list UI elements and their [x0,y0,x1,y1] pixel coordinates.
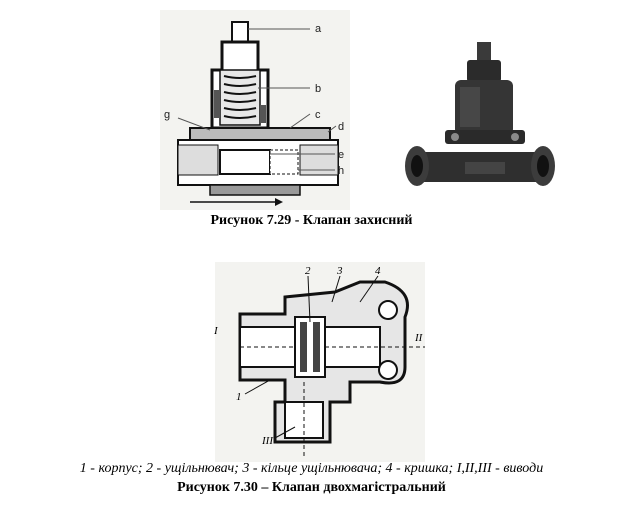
protective-valve-diagram: a b c d e g h [160,10,350,210]
label-port-I: I [213,325,219,337]
two-line-valve-diagram: 2 3 4 1 I II III [213,262,425,462]
label-a: a [315,23,322,35]
label-port-III: III [261,435,274,447]
label-h: h [338,165,344,177]
label-g: g [164,109,170,121]
label-port-II: II [414,332,424,344]
label-e: e [338,149,344,161]
figure-7-30-caption: Рисунок 7.30 – Клапан двохмагістральний [177,480,446,495]
label-d: d [338,121,344,133]
label-4: 4 [375,265,381,277]
figure-7-30-legend: 1 - корпус; 2 - ущільнювач; 3 - кільце у… [79,461,544,476]
figure-7-29-caption: Рисунок 7.29 - Клапан захисний [210,213,413,228]
label-b: b [315,83,321,95]
label-c: c [315,109,321,121]
valve-photo [405,42,555,186]
label-1: 1 [236,391,242,403]
label-2: 2 [305,265,311,277]
label-3: 3 [336,265,343,277]
